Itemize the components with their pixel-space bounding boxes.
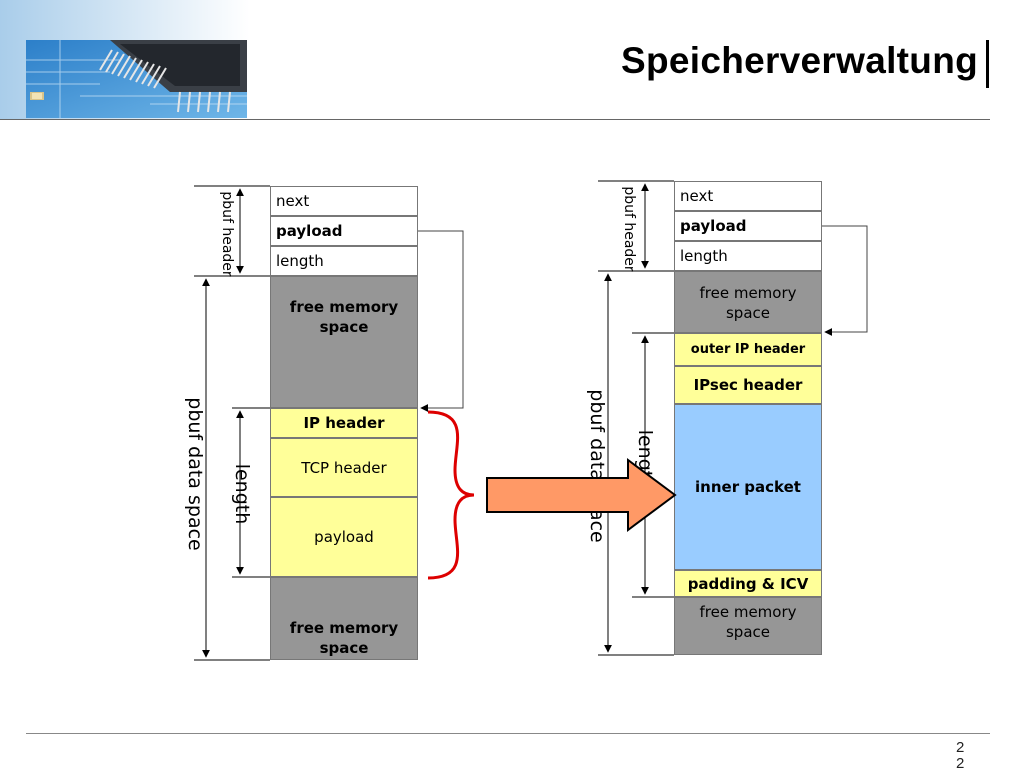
right-data-space-extent [598,273,674,656]
left-field-next: next [270,186,418,216]
right-field-next: next [674,181,822,211]
circuit-board-banner [0,0,250,119]
right-ipsec-header: IPsec header [674,366,822,404]
left-data-space-extent [194,278,270,661]
right-outer-ip-header: outer IP header [674,333,822,366]
left-free-memory-top: free memory space [270,276,418,408]
right-padding-icv: padding & ICV [674,570,822,597]
left-field-length: length [270,246,418,276]
left-free-memory-bottom: free memory space [270,577,418,660]
left-field-payload: payload [270,216,418,246]
left-payload: payload [270,497,418,577]
left-payload-pointer [418,230,464,412]
left-header-extent [194,185,270,277]
right-length-extent [632,332,674,598]
title-accent-bar [986,40,989,88]
page-number: 22 [956,739,965,772]
header-divider [0,119,990,120]
footer-divider [26,733,990,734]
left-length-extent [232,407,270,578]
right-header-extent [598,180,674,272]
right-field-length: length [674,241,822,271]
packet-brace [427,410,475,580]
slide-title: Speicherverwaltung [620,40,978,81]
left-tcp-header: TCP header [270,438,418,497]
right-field-payload: payload [674,211,822,241]
right-payload-pointer [822,225,868,336]
right-free-memory-bottom: free memory space [674,597,822,655]
right-free-memory-top: free memory space [674,271,822,333]
left-ip-header: IP header [270,408,418,438]
right-inner-packet: inner packet [674,404,822,570]
transform-arrow [486,458,677,532]
